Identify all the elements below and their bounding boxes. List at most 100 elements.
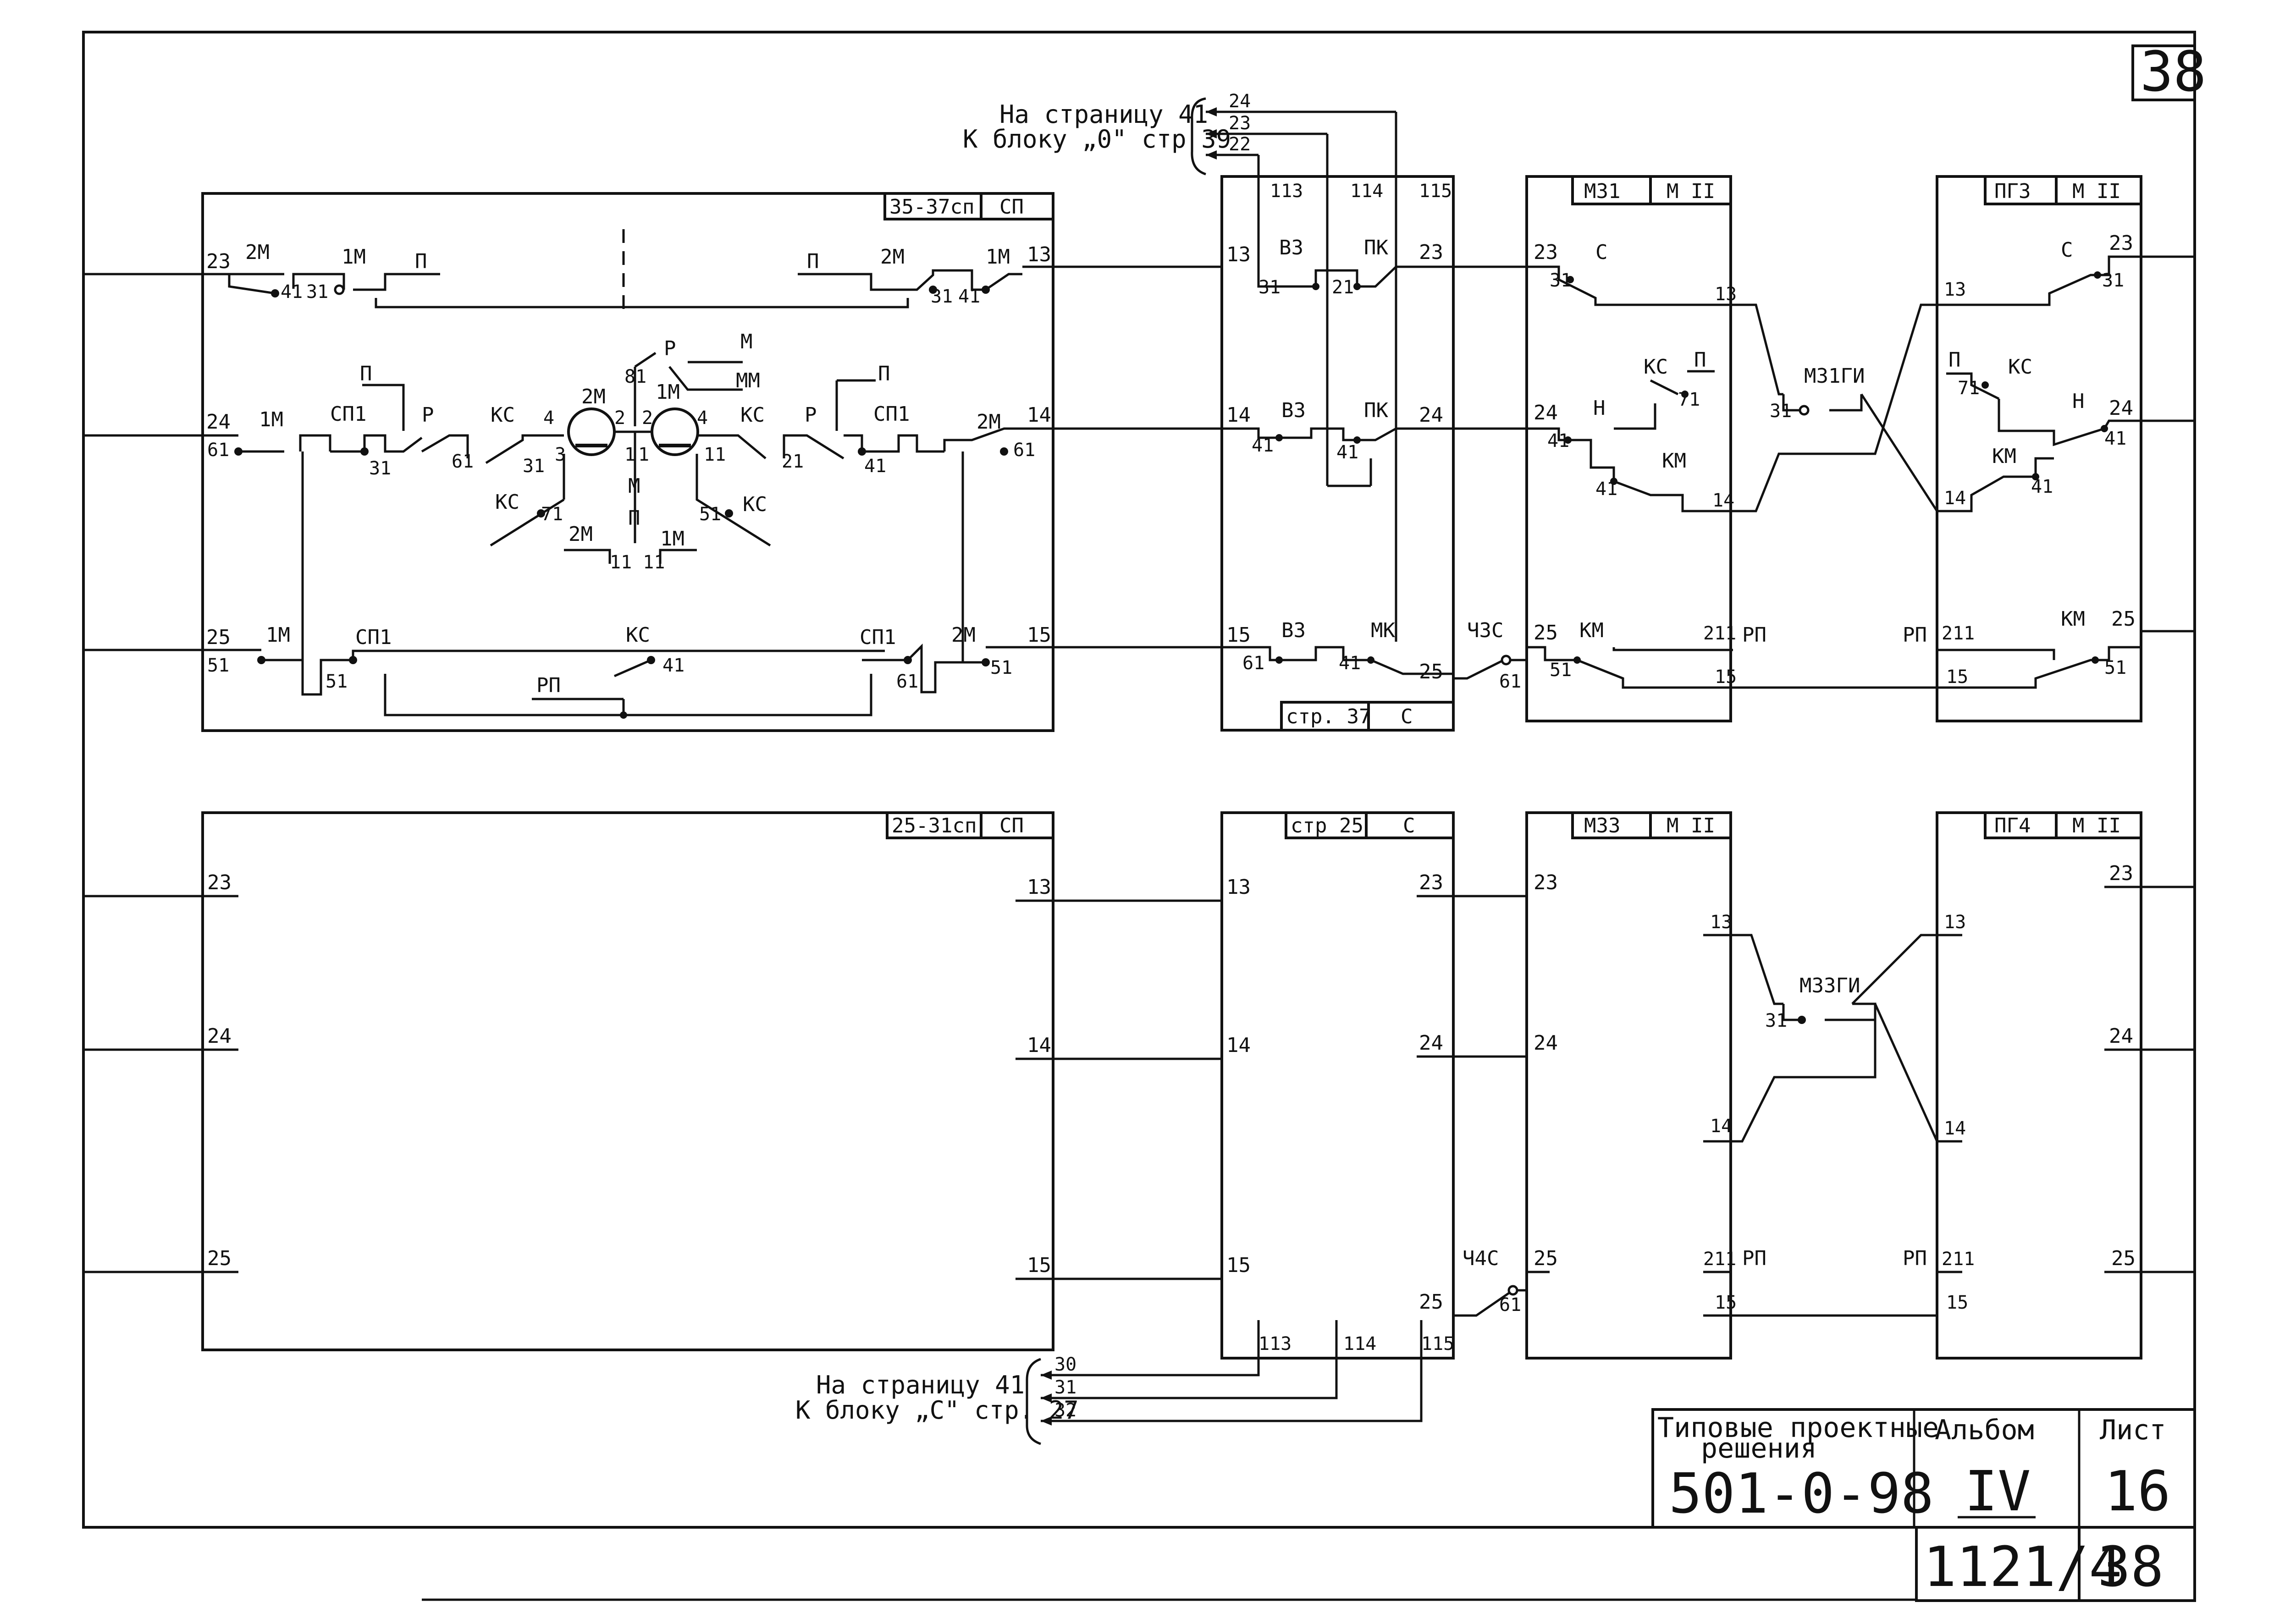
m33-header-b: М II	[1667, 814, 1715, 837]
sp-bottom-term-25: 25	[207, 1247, 232, 1270]
s-top-c61: 61	[1242, 653, 1264, 674]
s-top-term-24: 24	[1419, 403, 1443, 427]
m31-km41: 41	[1595, 479, 1617, 500]
s-top-term-13: 13	[1226, 243, 1251, 266]
r1-1m: 1М	[342, 245, 366, 269]
sp-bottom-term-13: 13	[1027, 875, 1051, 899]
link-top-contact: 61	[1499, 671, 1521, 692]
sp-top-term-25: 25	[206, 626, 231, 649]
s-bottom-term-13: 13	[1226, 875, 1251, 899]
m-1m: 1М	[656, 380, 680, 404]
m-2b: 2	[642, 407, 653, 429]
top-wire-23: 23	[1229, 113, 1251, 134]
m-M2: М	[628, 474, 640, 498]
r2r-61: 61	[1013, 440, 1035, 461]
pg3-term-15: 15	[1946, 666, 1968, 688]
link-top: Ч3С 61	[1453, 619, 1528, 692]
s-top-v1: В3	[1279, 236, 1303, 259]
sp-bottom-header-b: СП	[999, 814, 1024, 837]
m31-term-14: 14	[1712, 490, 1734, 511]
m31-kc71: 71	[1678, 389, 1700, 410]
crossover-top: М31ГИ 31	[1731, 303, 1938, 512]
m33-term-24: 24	[1534, 1031, 1558, 1055]
pg3-h: Н	[2072, 390, 2085, 413]
pg3-h41: 41	[2104, 428, 2126, 449]
low-kc: КС	[495, 490, 519, 514]
s-bottom-term-115: 115	[1421, 1333, 1454, 1354]
s-top-term-25: 25	[1419, 660, 1443, 683]
s-top-header-b: С	[1401, 705, 1413, 728]
r3-51r: 51	[990, 657, 1012, 678]
sp-bottom-term-24: 24	[207, 1024, 232, 1048]
s-top-term-113: 113	[1270, 181, 1303, 202]
m-4: 4	[543, 407, 554, 429]
s-top-c41a: 41	[1252, 435, 1274, 456]
m33-term-25: 25	[1534, 1247, 1558, 1270]
block-sp-top: 35-37сп СП 23 24 25 13 14 15 2М 1М П 41 …	[83, 192, 1222, 732]
r3-1m: 1М	[266, 623, 290, 647]
pg4-term-15: 15	[1946, 1292, 1968, 1313]
pg3-header-a: ПГ3	[1994, 180, 2031, 203]
block-m31: М31 М II 23 24 25 13 14 211 15 С 31 Н 41…	[1453, 175, 1766, 722]
top-wire-24: 24	[1229, 91, 1251, 112]
r3-61: 61	[896, 671, 918, 692]
m-r: Р	[664, 337, 676, 360]
block-s-bottom: стр 25 С 13 14 15 23 24 25 113 114 115	[1073, 811, 1527, 1422]
title-block: Типовые проектные решения 501-0-98 Альбо…	[1651, 1408, 2196, 1602]
s-bottom-term-14: 14	[1226, 1034, 1251, 1057]
r1r-2m: 2М	[880, 245, 905, 269]
album-label: Альбом	[1935, 1414, 2034, 1446]
pg4-term-24: 24	[2109, 1024, 2133, 1048]
pg3-km: КМ	[1992, 445, 2016, 468]
r2-31b: 31	[523, 456, 545, 477]
sp-bottom-header-a: 25-31сп	[892, 814, 977, 837]
sheet-frame	[82, 31, 2196, 1529]
r2r-sp1: СП1	[873, 402, 910, 426]
r3-kc: КС	[626, 623, 650, 647]
title-line2: решения	[1701, 1432, 1817, 1464]
r1r-1m: 1М	[986, 245, 1010, 269]
doc-number: 1121/4	[1923, 1536, 2122, 1599]
bottom-note-line1: На страницу 41	[816, 1371, 1025, 1399]
r2-r: Р	[422, 403, 434, 427]
r2-61b: 61	[452, 451, 474, 472]
sheet-value: 16	[2104, 1460, 2171, 1524]
pg3-term-24: 24	[2109, 396, 2133, 420]
m31-term-13: 13	[1715, 284, 1737, 305]
sp-top-term-24: 24	[206, 410, 231, 434]
sp-top-term-23: 23	[206, 250, 231, 273]
r2r-21: 21	[782, 451, 804, 472]
s-bottom-header-b: С	[1403, 814, 1415, 837]
block-sp-bottom: 25-31сп СП 23 24 25 13 14 15	[83, 811, 1222, 1351]
sp-top-header-a: 35-37сп	[889, 195, 974, 219]
s-top-term-23: 23	[1419, 241, 1443, 264]
pg3-km41: 41	[2031, 476, 2053, 497]
corner-number-box	[2131, 44, 2196, 101]
r3-rp: РП	[536, 674, 561, 697]
sp-top-term-14: 14	[1027, 403, 1051, 427]
s-bottom-term-113: 113	[1258, 1333, 1292, 1354]
motor-1m	[651, 407, 699, 456]
m-4b: 4	[697, 407, 708, 429]
sp-top-header-b: СП	[999, 195, 1024, 219]
m31-h: Н	[1593, 396, 1606, 420]
s-bottom-header-a: стр 25	[1291, 814, 1363, 837]
block-pg3: ПГ3 М II 13 14 211 15 23 24 25 С 31 П 71…	[1731, 175, 2195, 722]
pg3-term-25: 25	[2111, 607, 2136, 631]
pg4-header-b: М II	[2072, 814, 2121, 837]
bottom-note-line2: К блоку „С" стр. 27	[795, 1396, 1079, 1425]
motor-2m	[567, 407, 616, 456]
r2-61: 61	[207, 440, 229, 461]
low-1m: 1М	[660, 527, 684, 551]
bottom-wire-30: 30	[1054, 1354, 1076, 1375]
m33-term-23: 23	[1534, 871, 1558, 894]
s-top-mk: МК	[1371, 619, 1395, 642]
block-m33: М33 М II 23 24 25 13 14 211 15 РП	[1525, 811, 1937, 1360]
r1r-31: 31	[931, 286, 953, 307]
link-bottom: Ч4С 61	[1453, 1247, 1527, 1317]
page-number: 38	[2097, 1536, 2164, 1599]
r1r-41: 41	[958, 286, 980, 307]
m33-rp: РП	[1742, 1247, 1766, 1270]
s-bottom-term-114: 114	[1343, 1333, 1376, 1354]
title-code: 501-0-98	[1669, 1462, 1934, 1526]
